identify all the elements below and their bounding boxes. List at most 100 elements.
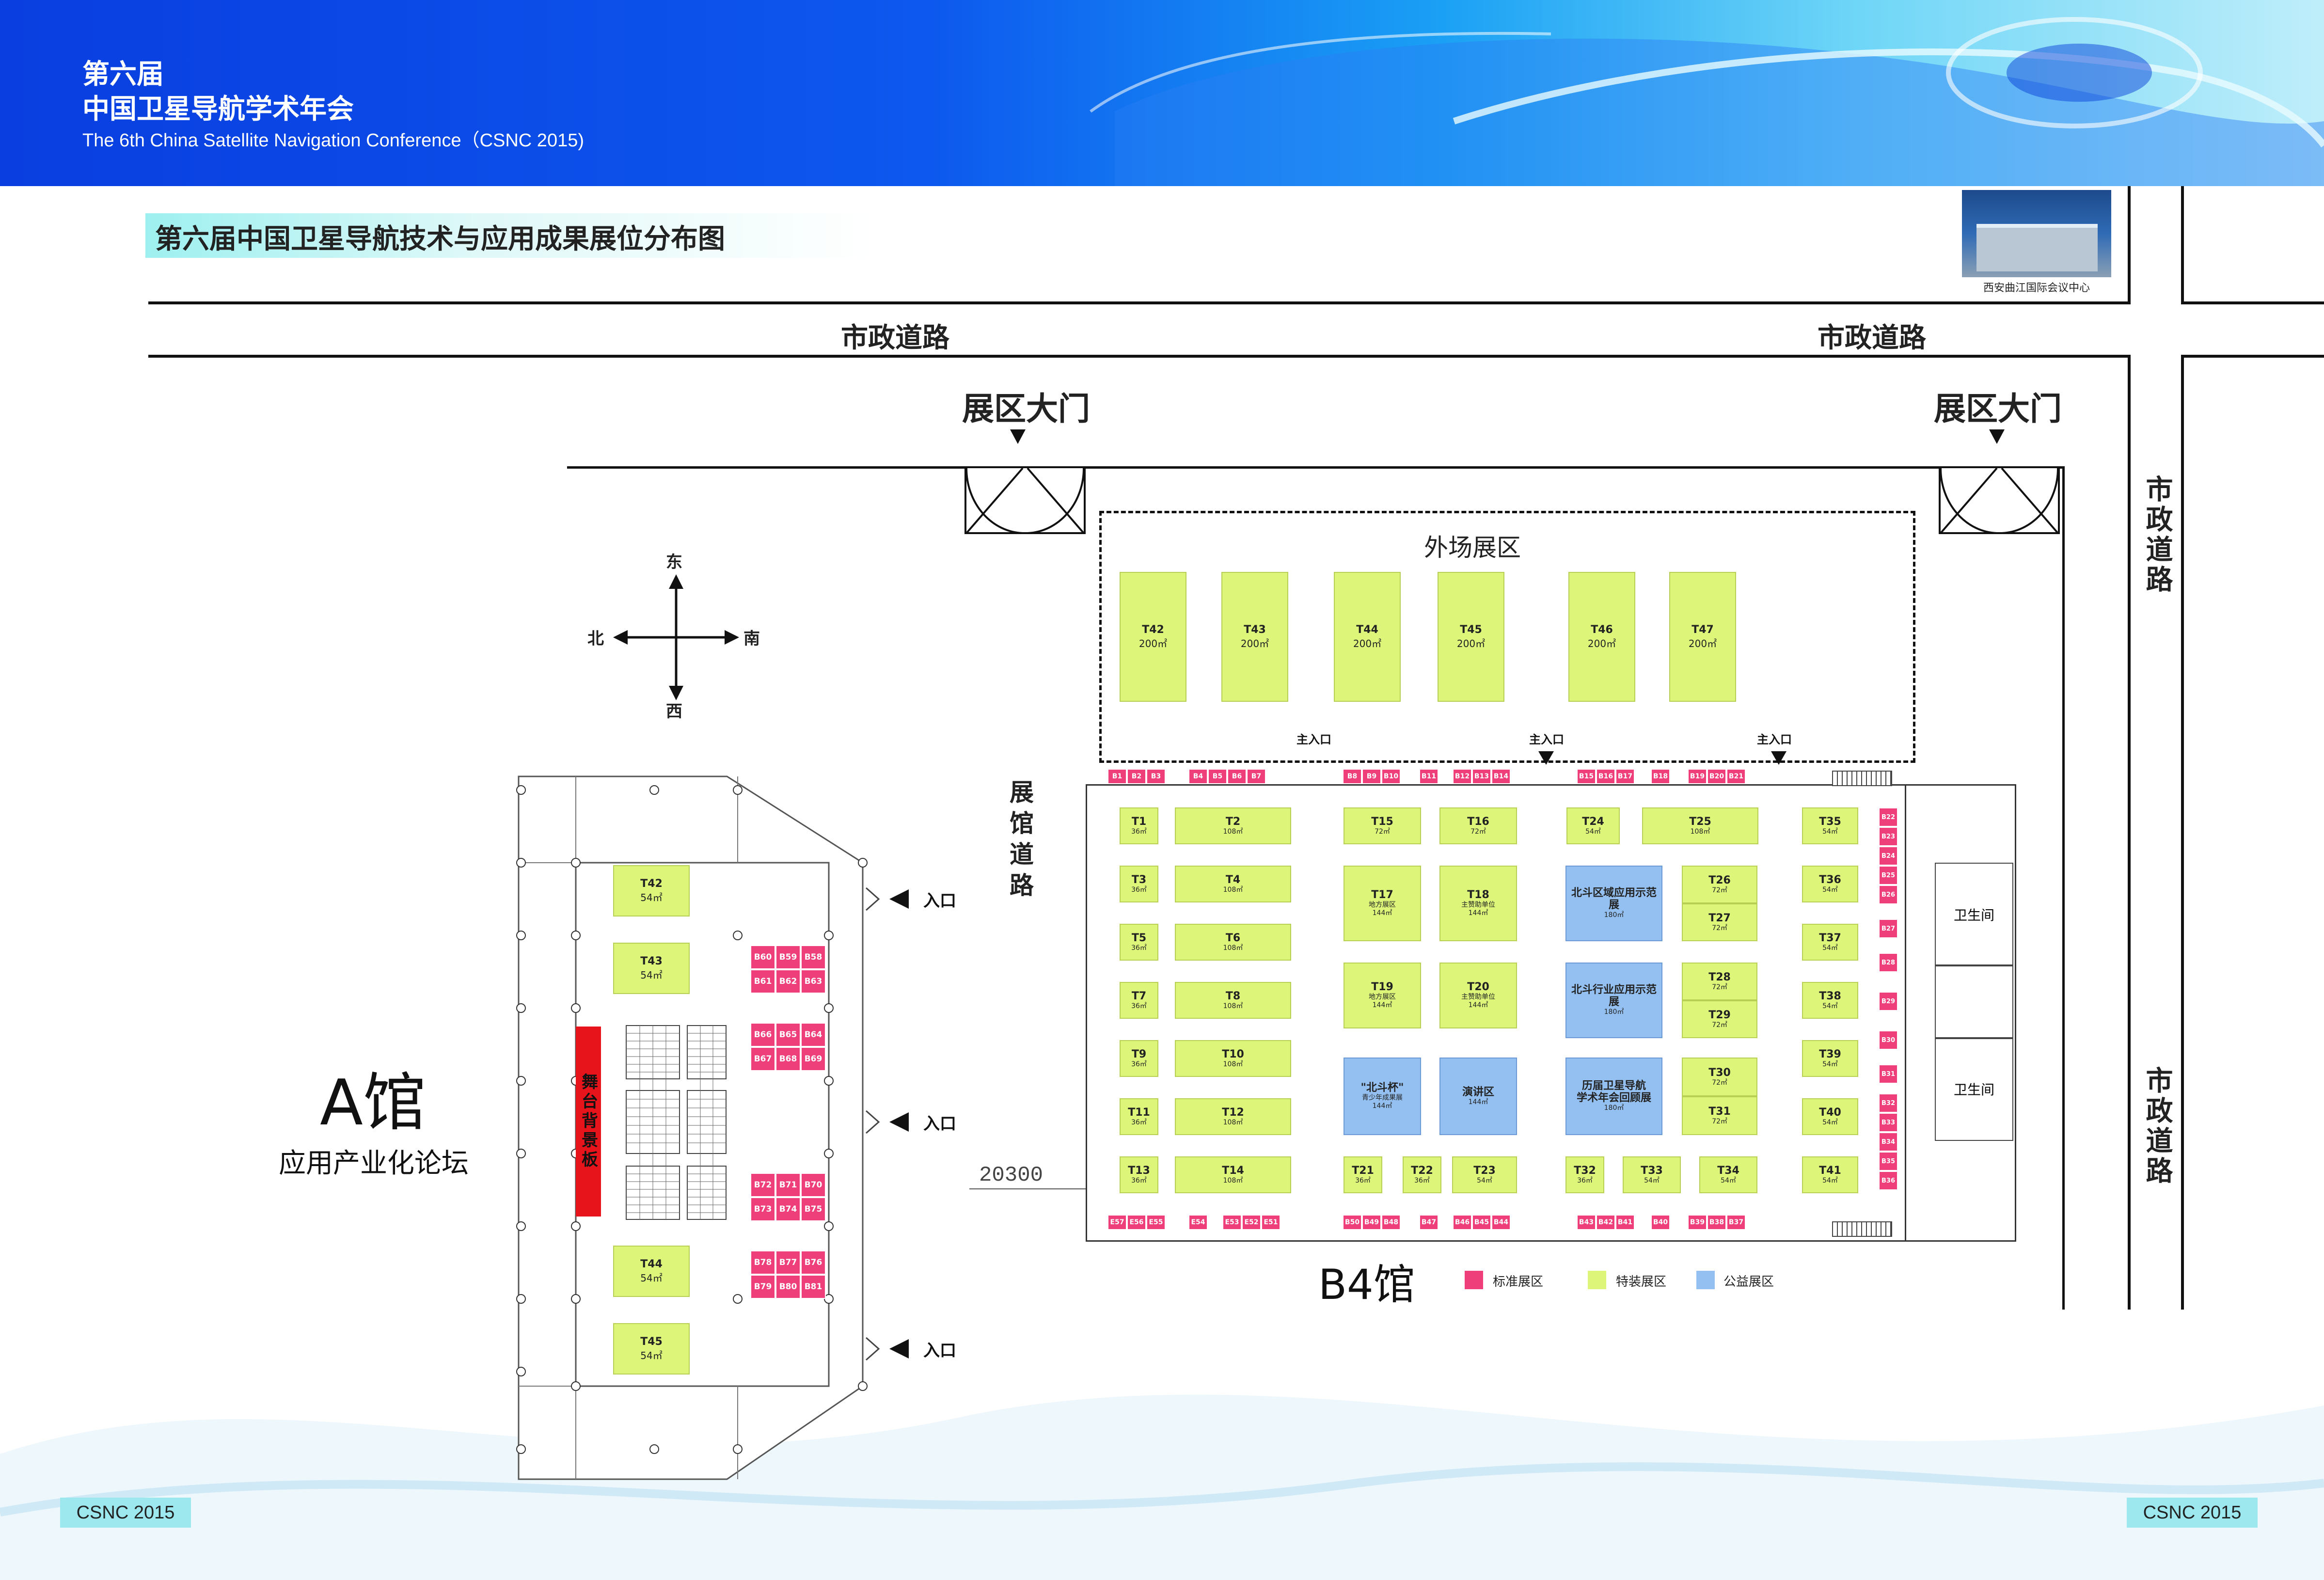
booth-b66: B66 [750,1023,775,1047]
hall-a-seating [626,1025,727,1220]
compass-south: 南 [743,629,760,648]
booth-area: 144㎡ [1468,909,1488,917]
booth-e53: E53 [1222,1215,1242,1230]
booth-b25: B25 [1879,866,1898,885]
background-wave-graphic [0,1394,2324,1580]
booth-area: 108㎡ [1690,827,1710,836]
main-entrance-arrow-icon [1538,751,1554,765]
booth-b3: B3 [1146,769,1166,784]
booth-b72: B72 [750,1173,775,1197]
hall-a-stage-label: 舞台背景板 [578,1073,598,1170]
booth-id: T45 [1460,624,1482,636]
road-line-right-inner [2128,355,2131,1310]
booth-b74: B74 [775,1197,801,1221]
booth-id: T18 [1467,889,1489,901]
hall-a-entrance-label: 入口 [923,1341,956,1360]
booth-name2: 青少年成果展 [1362,1094,1403,1102]
booth-area: 36㎡ [1131,885,1147,894]
booth-id: T43 [640,955,663,967]
booth-b29: B29 [1879,992,1898,1011]
booth-id: T28 [1708,971,1731,983]
booth-id: T4 [1225,873,1241,886]
booth-id: T27 [1708,912,1731,924]
booth-b34: B34 [1879,1132,1898,1152]
site-boundary-line [567,466,2065,469]
booth-area: 54㎡ [640,892,663,903]
booth-area: 72㎡ [1375,827,1390,836]
booth-area: 180㎡ [1604,1008,1624,1016]
booth-e54: E54 [1188,1215,1208,1230]
booth-b26: B26 [1879,885,1898,904]
booth-name: 地方展区 [1369,901,1396,909]
hall-road-label: 展馆道路 [1006,779,1034,903]
hall-a-entrance-2: 入口 [865,1110,956,1134]
scale-label: 20300 [979,1163,1043,1187]
booth-area: 108㎡ [1223,1002,1243,1010]
booth-b23: B23 [1879,827,1898,846]
booth-id: T26 [1708,874,1731,886]
booth-id: T3 [1131,873,1147,886]
gate-arrow-right-icon [1989,429,2005,444]
hall-b4-name: B4馆 [1318,1261,1415,1309]
hall-a-name: A馆 [320,1066,426,1139]
booth-area: 54㎡ [1822,1002,1838,1010]
main-entrance-label-3: 主入口 [1757,733,1792,746]
legend-special-swatch [1588,1271,1606,1289]
road-label-left: 市政道路 [841,322,949,354]
booth-b27: B27 [1879,919,1898,938]
booth-b64: B64 [801,1023,826,1047]
booth-e56: E56 [1127,1215,1146,1230]
booth-b41: B41 [1615,1215,1635,1230]
booth-b12: B12 [1453,769,1472,784]
booth-b76: B76 [801,1250,826,1275]
hall-a-entrance-label: 入口 [923,1114,956,1134]
booth-area: 200㎡ [1456,638,1486,649]
booth-area: 54㎡ [640,969,663,981]
booth-id: T37 [1819,932,1841,944]
booth-b60: B60 [750,945,775,969]
booth-id: T29 [1708,1009,1731,1021]
booth-b80: B80 [775,1275,801,1299]
footer-badge-right: CSNC 2015 [2127,1498,2258,1528]
booth-area: 54㎡ [1822,885,1838,894]
booth-id: T12 [1222,1106,1244,1119]
booth-b19: B19 [1688,769,1707,784]
booth-area: 54㎡ [1822,1060,1838,1068]
booth-name2: 学术年会回顾展 [1576,1091,1651,1104]
booth-b38: B38 [1707,1215,1726,1230]
road-label-vertical-bottom: 市政道路 [2141,1066,2173,1186]
booth-id: T33 [1641,1164,1663,1177]
booth-id: T15 [1371,815,1393,828]
booth-area: 36㎡ [1414,1176,1430,1185]
stairs-bottom [1832,1221,1892,1237]
booth-id: T5 [1131,932,1147,944]
booth-b49: B49 [1362,1215,1381,1230]
compass-icon [613,574,739,700]
booth-area: 180㎡ [1604,911,1624,919]
gate-arrow-left-icon [1010,429,1026,444]
booth-b79: B79 [750,1275,775,1299]
booth-area: 72㎡ [1712,924,1727,932]
road-line-top [148,301,2131,304]
booth-id: T41 [1819,1164,1841,1177]
booth-b68: B68 [775,1047,801,1071]
